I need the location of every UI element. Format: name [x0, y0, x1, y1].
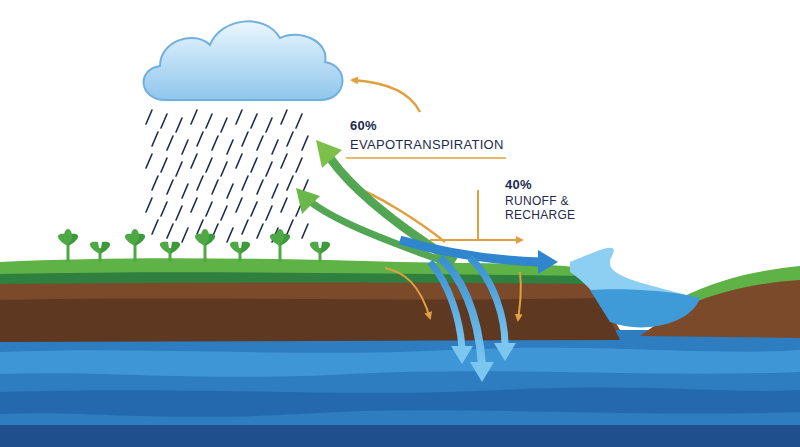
percentage-label: 60%: [350, 118, 377, 134]
process-label: EVAPOTRANSPIRATION: [350, 137, 504, 153]
process-label: RUNOFF & RECHARGE: [505, 194, 585, 223]
percentage-label: 40%: [505, 177, 532, 193]
